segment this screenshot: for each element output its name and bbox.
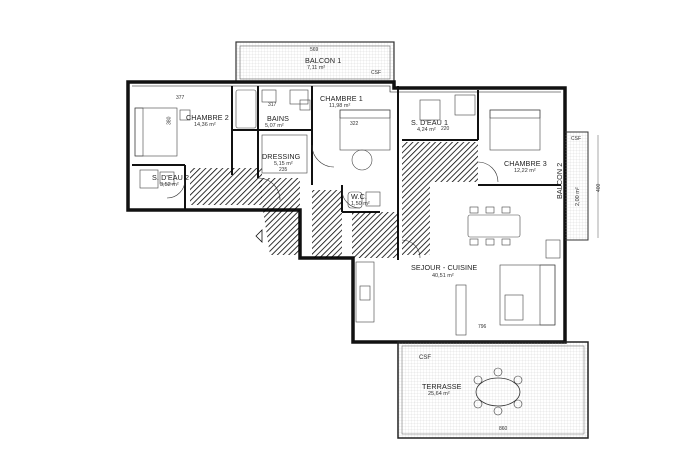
dressing-dim: 235: [279, 167, 288, 173]
balcon1-area: [235, 41, 395, 83]
dressing-area-value: 5,15 m²: [274, 161, 293, 167]
csf-right-marker: CSF: [571, 136, 581, 142]
sdeau1-area-value: 4,24 m²: [417, 127, 436, 133]
balcon1-dim: 569: [310, 47, 319, 53]
terrasse-dim: 860: [499, 426, 508, 432]
balcon1-name: BALCON 1: [305, 56, 342, 65]
wc-name: W.C.: [351, 192, 367, 201]
chambre3-area-value: 12,22 m²: [514, 168, 536, 174]
dressing-name: DRESSING: [262, 152, 301, 161]
chambre2-dim-height: 380: [166, 116, 173, 125]
sdeau2-area-value: 3,52 m²: [160, 182, 179, 188]
sejour-area-value: 40,51 m²: [432, 273, 454, 279]
hatched-zones: [190, 142, 478, 258]
bains-dim: 317: [268, 102, 277, 108]
door-swings: [166, 144, 499, 259]
bains-name: BAINS: [267, 114, 290, 123]
chambre2-name: CHAMBRE 2: [186, 113, 229, 122]
chambre1-name: CHAMBRE 1: [320, 94, 363, 103]
balcon2-dim: 400: [596, 183, 602, 192]
sdeau1-dim: 220: [441, 126, 450, 132]
sdeau2-name: S. D'EAU 2: [152, 173, 190, 182]
sejour-name: SEJOUR - CUISINE: [411, 263, 478, 272]
wc-area-value: 1,50 m²: [351, 201, 370, 207]
chambre1-area-value: 11,98 m²: [329, 103, 351, 109]
terrasse-name: TERRASSE: [422, 382, 462, 391]
chambre2-dim-width: 377: [176, 95, 185, 101]
balcon2-area: [565, 131, 599, 241]
chambre2-area-value: 14,36 m²: [194, 122, 216, 128]
bains-area-value: 5,07 m²: [265, 123, 284, 129]
sdeau1-name: S. D'EAU 1: [411, 118, 449, 127]
furniture: [134, 89, 561, 336]
terrasse-area-value: 25,64 m²: [428, 391, 450, 397]
chambre1-dim: 322: [350, 121, 359, 127]
balcon2-name: BALCON 2: [555, 162, 564, 199]
balcon2-area-value: 2,00 m²: [575, 187, 581, 206]
chambre3-name: CHAMBRE 3: [504, 159, 547, 168]
outer-walls: [126, 80, 567, 344]
csf-terrace-marker: CSF: [419, 355, 431, 361]
csf-top-marker: CSF: [371, 70, 381, 76]
terrasse-area: [397, 341, 589, 439]
entrance-arrow: [255, 229, 263, 243]
sejour-dim: 796: [478, 324, 487, 330]
balcon1-area-value: 7,11 m²: [307, 65, 326, 71]
